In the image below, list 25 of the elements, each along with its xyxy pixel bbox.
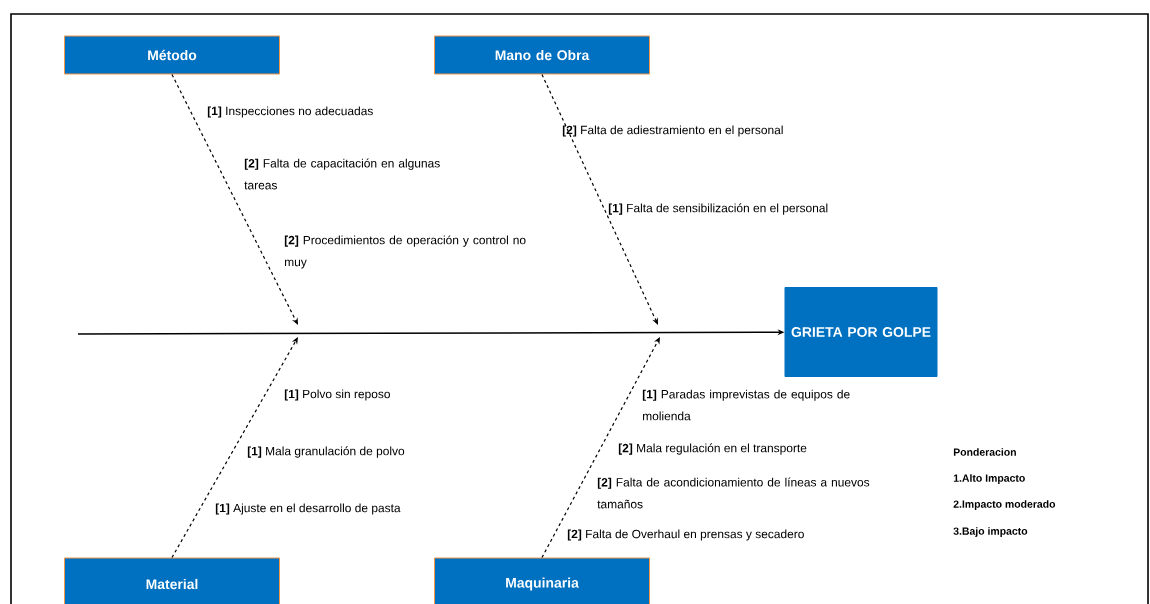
category-box: Método bbox=[64, 35, 280, 75]
cause-text: [1] Mala granulación de polvo bbox=[247, 446, 405, 458]
category-box: Material bbox=[64, 557, 280, 604]
cause-text: [1] Paradas imprevistas de equipos de molienda bbox=[642, 389, 850, 421]
branch-arrow bbox=[171, 73, 298, 325]
cause-text: [2] Falta de Overhaul en prensas y secadero bbox=[567, 529, 804, 541]
cause-text: [1] Inspecciones no adecuadas bbox=[207, 106, 373, 118]
branch-arrow bbox=[171, 337, 298, 559]
cause-text: [1] Ajuste en el desarrollo de pasta bbox=[215, 503, 401, 515]
cause-text: [2] Falta de adiestramiento en el personal bbox=[562, 125, 783, 137]
cause-text: [1] Polvo sin reposo bbox=[284, 389, 390, 401]
legend-text: 2.Impacto moderado bbox=[953, 500, 1056, 510]
effect-box: GRIETA POR GOLPE bbox=[784, 287, 938, 377]
cause-text: [2] Falta de capacitación en algunas tareas bbox=[244, 158, 440, 190]
cause-text: [2] Falta de acondicionamiento de líneas a nuevos tamaños bbox=[597, 477, 870, 509]
cause-text: [2] Procedimientos de operación y control no muy bbox=[284, 235, 526, 269]
category-box: Maquinaria bbox=[434, 557, 650, 604]
branch-arrow bbox=[541, 73, 658, 325]
legend-text: 3.Bajo impacto bbox=[953, 527, 1028, 537]
category-box: Mano de Obra bbox=[434, 35, 650, 75]
legend-text: Ponderacion bbox=[953, 448, 1016, 456]
cause-text: [2] Mala regulación en el transporte bbox=[618, 443, 807, 455]
legend-text: 1.Alto Impacto bbox=[953, 474, 1025, 484]
branch-arrow bbox=[541, 337, 660, 559]
cause-text: [1] Falta de sensibilización en el personal bbox=[608, 203, 828, 215]
